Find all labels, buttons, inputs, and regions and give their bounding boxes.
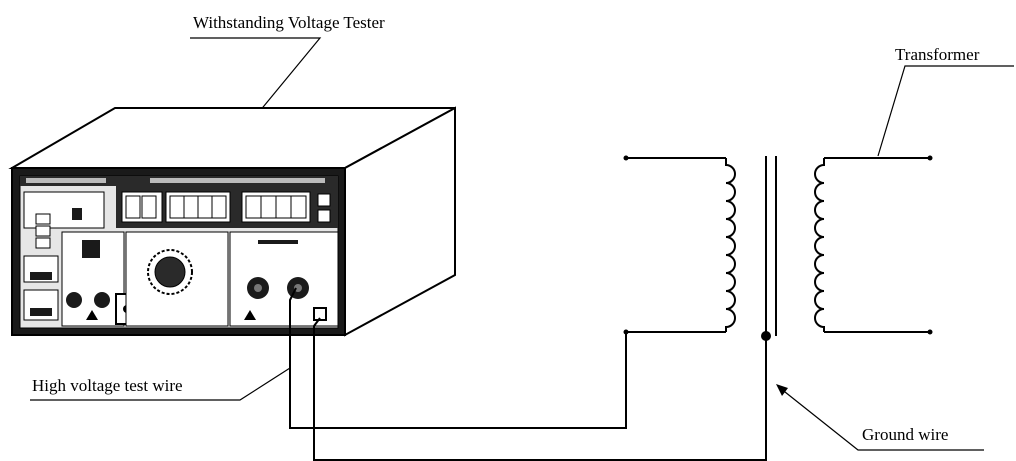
ground-return-wire [313, 317, 767, 461]
hv-wire-label: High voltage test wire [32, 376, 183, 395]
ground-wire-leader-line [779, 387, 984, 451]
tester-label: Withstanding Voltage Tester [193, 13, 385, 32]
transformer [623, 155, 933, 341]
transformer-leader-line [877, 65, 1014, 157]
terminal-left-1 [66, 292, 82, 308]
primary-coil [725, 158, 736, 332]
tester-instrument [8, 106, 456, 337]
high-voltage-test-wire [289, 287, 627, 429]
ground-junction [761, 331, 771, 341]
hv-wire-leader-line [30, 367, 291, 401]
tester-leader-line [190, 37, 322, 136]
terminal-left-2 [94, 292, 110, 308]
ground-wire-arrow-icon [776, 384, 788, 396]
transformer-label: Transformer [895, 45, 980, 64]
ground-terminal [313, 307, 327, 321]
secondary-coil [814, 158, 825, 332]
ground-wire-label: Ground wire [862, 425, 948, 444]
